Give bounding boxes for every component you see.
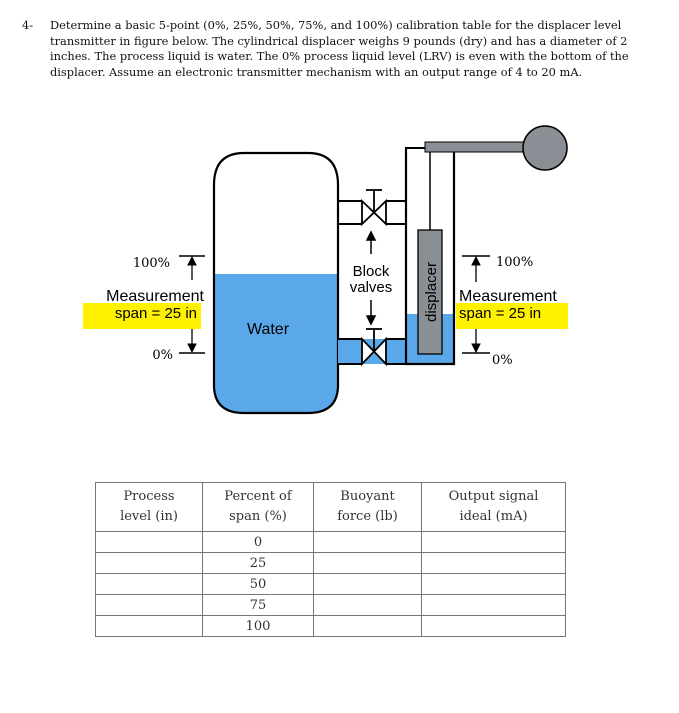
lower-pipe [338,338,406,365]
buoyant-force-cell [313,531,422,553]
table-row: 50 [95,573,566,595]
left-0-label: 0% [152,348,173,363]
percent-cell: 50 [202,573,314,595]
header-output-signal: Output signal ideal (mA) [421,482,566,532]
process-level-cell [95,552,203,574]
buoyant-force-cell [313,615,422,637]
left-measurement-label: Measurement [106,288,204,305]
displacer-label: displacer [423,262,440,322]
right-span-label: span = 25 in [459,305,541,322]
output-signal-cell [421,615,566,637]
calibration-table: Process level (in) Percent of span (%) B… [95,482,566,637]
process-level-cell [95,594,203,616]
buoyant-force-cell [313,594,422,616]
table-row: 0 [95,531,566,553]
vessel [212,151,340,415]
right-measurement-label: Measurement [459,288,557,305]
process-level-cell [95,615,203,637]
process-level-cell [95,531,203,553]
problem-text: Determine a basic 5-point (0%, 25%, 50%,… [50,18,629,79]
table-row: 75 [95,594,566,616]
percent-cell: 100 [202,615,314,637]
left-measurement-scale [179,255,205,354]
table-header-row: Process level (in) Percent of span (%) B… [95,482,566,532]
process-level-cell [95,573,203,595]
right-0-label: 0% [492,353,513,368]
torque-tube-ball [522,125,568,171]
header-buoyant-force: Buoyant force (lb) [313,482,422,532]
block-label: Block [353,263,390,280]
vessel-water [214,274,338,413]
left-span-highlight [83,303,201,329]
upper-block-valve [361,189,387,227]
water-label: Water [247,321,290,338]
lower-block-valve [361,328,387,367]
table-row: 25 [95,552,566,574]
output-signal-cell [421,594,566,616]
table-row: 100 [95,615,566,637]
block-valves-arrows [365,230,377,326]
problem-statement: 4- Determine a basic 5-point (0%, 25%, 5… [22,18,662,80]
left-span-label: span = 25 in [115,305,197,322]
valves-label: valves [350,279,393,296]
output-signal-cell [421,531,566,553]
percent-cell: 25 [202,552,314,574]
right-span-highlight [456,303,568,329]
header-percent-span: Percent of span (%) [202,482,314,532]
buoyant-force-cell [313,552,422,574]
left-100-label: 100% [133,256,170,271]
displacer-cage [404,148,456,366]
right-100-label: 100% [496,255,533,270]
displacer [417,229,443,355]
right-measurement-scale [462,255,490,354]
problem-number: 4- [22,18,34,32]
header-process-level: Process level (in) [95,482,203,532]
percent-cell: 0 [202,531,314,553]
output-signal-cell [421,573,566,595]
upper-pipe [338,147,425,225]
buoyant-force-cell [313,573,422,595]
output-signal-cell [421,552,566,574]
percent-cell: 75 [202,594,314,616]
